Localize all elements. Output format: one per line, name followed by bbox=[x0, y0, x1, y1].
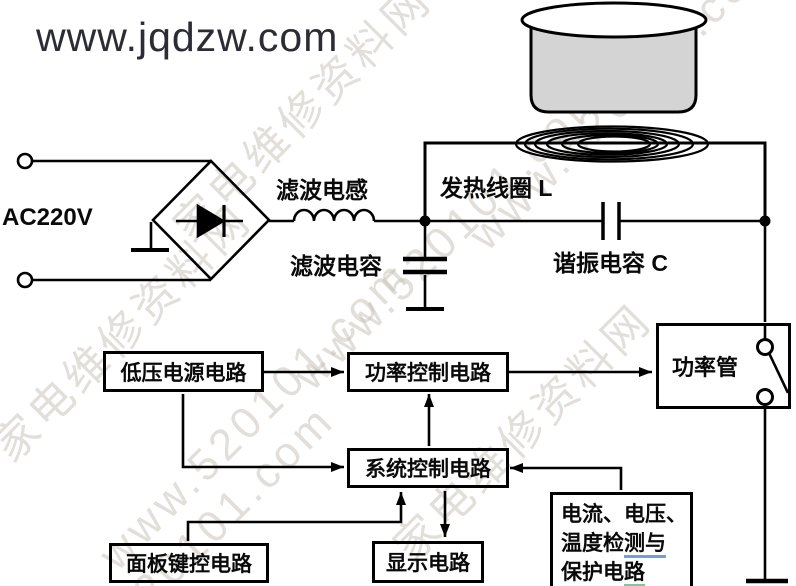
flow-arrows bbox=[181, 367, 652, 541]
spellcheck-underline-blue: 测与 bbox=[624, 532, 666, 558]
heating-coil-icon bbox=[514, 125, 710, 163]
display-label: 显示电路 bbox=[386, 552, 470, 575]
site-watermark: www.jqdzw.com bbox=[36, 14, 339, 60]
panel-key-label: 面板键控电路 bbox=[126, 553, 252, 576]
system-control-label: 系统控制电路 bbox=[365, 458, 491, 481]
filter-inductor-label: 滤波电感 bbox=[276, 177, 368, 203]
diode-icon bbox=[196, 203, 226, 239]
spellcheck-underline-green: 路 bbox=[624, 561, 645, 586]
ac-terminal-bottom-icon bbox=[16, 271, 211, 289]
switch-icon bbox=[746, 323, 790, 584]
low-voltage-power-block: 低压电源电路 bbox=[103, 351, 264, 392]
protection-line3: 保护电路 bbox=[561, 558, 690, 586]
filter-capacitor-icon bbox=[403, 221, 447, 311]
bridge-rectifier-icon bbox=[131, 159, 271, 281]
power-tube-label: 功率管 bbox=[672, 355, 739, 380]
panel-key-block: 面板键控电路 bbox=[109, 543, 269, 583]
coil-loop-wire bbox=[423, 141, 767, 221]
ac-terminal-top-icon bbox=[16, 152, 211, 170]
power-control-label: 功率控制电路 bbox=[365, 362, 491, 385]
filter-capacitor-label: 滤波电容 bbox=[290, 253, 382, 279]
junction-dot bbox=[419, 215, 431, 227]
junction-dot bbox=[759, 215, 771, 227]
resonant-capacitor-label: 谐振电容 C bbox=[553, 250, 668, 276]
filter-inductor-icon bbox=[269, 208, 425, 223]
system-control-block: 系统控制电路 bbox=[347, 448, 509, 488]
low-voltage-power-label: 低压电源电路 bbox=[120, 361, 247, 385]
display-block: 显示电路 bbox=[372, 541, 484, 583]
protection-line2: 温度检测与 bbox=[561, 529, 690, 558]
protection-block: 电流、电压、 温度检测与 保护电路 bbox=[550, 492, 693, 586]
protection-line1: 电流、电压、 bbox=[561, 503, 687, 526]
power-tube-block: 功率管 bbox=[656, 323, 791, 409]
resonant-capacitor-icon bbox=[425, 202, 765, 240]
pot-icon bbox=[520, 1, 708, 114]
ac-source-label: AC220V bbox=[2, 204, 93, 231]
power-control-block: 功率控制电路 bbox=[347, 352, 509, 392]
heating-coil-label: 发热线圈 L bbox=[440, 175, 553, 201]
ground-icon bbox=[131, 222, 169, 252]
